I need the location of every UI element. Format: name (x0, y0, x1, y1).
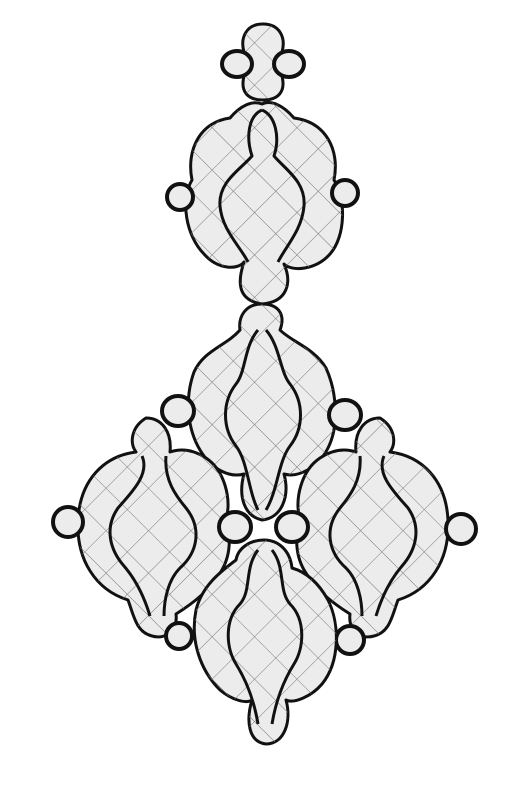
ring-right-outer (444, 512, 478, 546)
center-rings (217, 510, 310, 544)
ring-upper-right (330, 178, 360, 208)
top-knob (220, 22, 306, 102)
ring-left-outer (51, 505, 85, 539)
ring-right-bottom (334, 624, 366, 656)
ring-center-right (274, 510, 310, 544)
bottom-lobe (192, 538, 338, 746)
left-lobe (51, 394, 231, 651)
ring-top-right (272, 49, 306, 79)
ring-top-left (220, 49, 254, 79)
right-lobe (295, 398, 478, 656)
ring-center-left (217, 510, 253, 544)
center-lobe (186, 302, 337, 522)
ring-left-bottom (164, 621, 194, 651)
ring-upper-left (165, 182, 195, 212)
ring-left-top (160, 394, 196, 428)
ring-right-top (327, 398, 363, 432)
upper-pendant (165, 101, 360, 306)
